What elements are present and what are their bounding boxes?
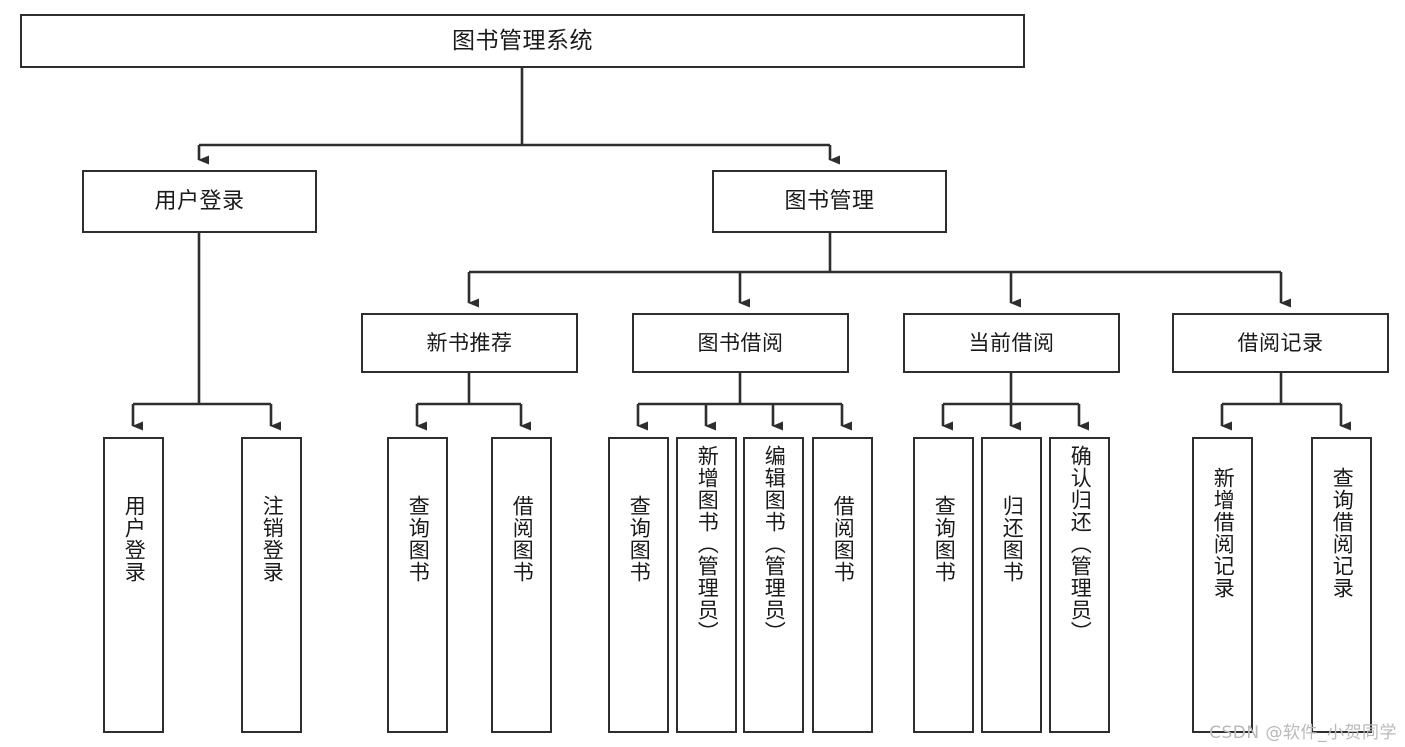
node-leaf-query-book-2-label: 查询图书	[627, 495, 652, 583]
node-book-borrow[interactable]: 图书借阅	[632, 313, 849, 373]
node-leaf-add-book-admin[interactable]: 新增图书（管理员）	[676, 437, 737, 733]
node-new-book-recommend[interactable]: 新书推荐	[361, 313, 578, 373]
node-leaf-edit-book-admin-label: 编辑图书（管理员）	[762, 445, 787, 643]
node-leaf-edit-book-admin[interactable]: 编辑图书（管理员）	[743, 437, 804, 733]
node-leaf-add-borrow-record[interactable]: 新增借阅记录	[1192, 437, 1253, 733]
node-leaf-query-book-1-label: 查询图书	[406, 495, 431, 583]
node-leaf-return-book-label: 归还图书	[1000, 495, 1025, 583]
node-leaf-query-book-1[interactable]: 查询图书	[387, 437, 448, 733]
node-leaf-user-login[interactable]: 用户登录	[103, 437, 164, 733]
node-leaf-confirm-return-admin[interactable]: 确认归还（管理员）	[1049, 437, 1110, 733]
node-leaf-borrow-book-1[interactable]: 借阅图书	[491, 437, 552, 733]
node-leaf-add-book-admin-label: 新增图书（管理员）	[695, 445, 720, 643]
node-current-borrow-label: 当前借阅	[968, 330, 1055, 355]
node-leaf-user-login-label: 用户登录	[122, 495, 147, 583]
node-leaf-return-book[interactable]: 归还图书	[981, 437, 1042, 733]
node-borrow-record[interactable]: 借阅记录	[1172, 313, 1389, 373]
node-leaf-query-book-3[interactable]: 查询图书	[913, 437, 974, 733]
node-leaf-borrow-book-1-label: 借阅图书	[510, 495, 535, 583]
node-user-login-label: 用户登录	[154, 188, 245, 214]
csdn-watermark: CSDN @软件_小贺同学	[1209, 723, 1397, 743]
node-leaf-borrow-book-2[interactable]: 借阅图书	[812, 437, 873, 733]
node-root-label: 图书管理系统	[452, 27, 593, 54]
node-root[interactable]: 图书管理系统	[20, 14, 1025, 68]
node-book-management[interactable]: 图书管理	[712, 170, 947, 233]
node-leaf-logout-login-label: 注销登录	[260, 495, 285, 583]
node-user-login[interactable]: 用户登录	[82, 170, 317, 233]
node-book-management-label: 图书管理	[784, 188, 875, 214]
node-leaf-query-borrow-record-label: 查询借阅记录	[1330, 467, 1355, 599]
node-new-book-recommend-label: 新书推荐	[426, 330, 513, 355]
node-leaf-confirm-return-admin-label: 确认归还（管理员）	[1068, 445, 1093, 643]
node-leaf-borrow-book-2-label: 借阅图书	[831, 495, 856, 583]
node-leaf-query-book-3-label: 查询图书	[932, 495, 957, 583]
node-leaf-add-borrow-record-label: 新增借阅记录	[1211, 467, 1236, 599]
node-leaf-query-borrow-record[interactable]: 查询借阅记录	[1311, 437, 1372, 733]
node-book-borrow-label: 图书借阅	[697, 330, 784, 355]
node-borrow-record-label: 借阅记录	[1237, 330, 1324, 355]
node-leaf-query-book-2[interactable]: 查询图书	[608, 437, 669, 733]
node-current-borrow[interactable]: 当前借阅	[903, 313, 1120, 373]
node-leaf-logout-login[interactable]: 注销登录	[241, 437, 302, 733]
